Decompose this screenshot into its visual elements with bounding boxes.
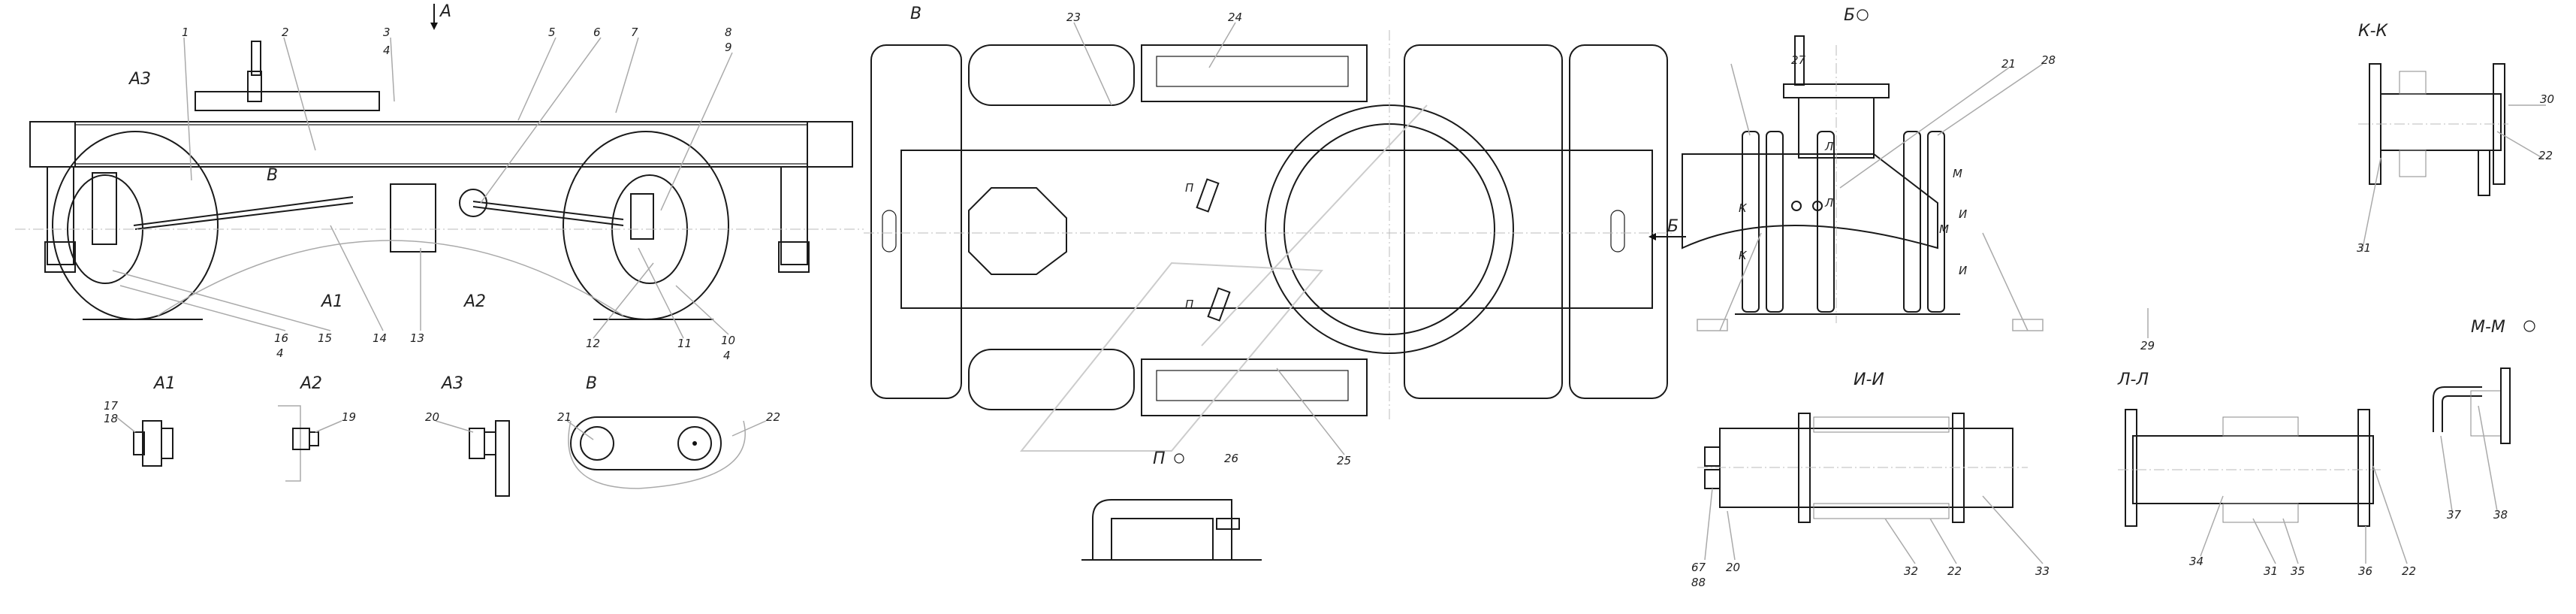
callout: 6 [593,26,601,39]
side-view: А В 1 2 3 4 5 6 7 8 9 А3 А1 А2 16 4 15 1… [15,2,864,362]
detail-a2-ref: А2 [463,292,486,311]
callout: 29 [2140,339,2155,352]
section-p-label: П [1185,181,1193,195]
callout: 21 [2001,57,2016,71]
callout: 17 [104,399,119,413]
section-mark: М [1939,222,1949,236]
detail-a3-title: А3 [440,374,463,393]
detail-a3-ref: А3 [128,70,151,89]
callout: 19 [342,410,356,424]
section-mark: К [1739,249,1748,262]
front-view: Б 27 21 28 29 Л Л К К М М И И [1682,6,2155,352]
callout: 22 [2538,149,2553,162]
callout: 67 [1691,561,1706,574]
callout: 25 [1337,454,1351,467]
callout: 12 [586,337,600,350]
detail-a1-ref: А1 [320,292,343,311]
section-mark: К [1739,201,1748,215]
callout: 33 [2035,564,2050,578]
callout: 4 [276,346,284,360]
section-i-i-title: И-И [1854,371,1884,389]
section-i-i: И-И 67 88 20 32 22 33 [1691,371,2050,589]
section-mark: Л [1824,196,1833,210]
callout: 18 [104,412,118,425]
detail-a2-title: А2 [299,374,322,393]
callout: 4 [723,349,731,362]
callout: 24 [1228,11,1242,24]
callout: 22 [1947,564,1962,578]
view-p-title: П [1153,449,1166,468]
section-mark: И [1959,264,1967,277]
callout: 35 [2291,564,2305,578]
callout: 10 [721,334,735,347]
callout: 30 [2540,92,2554,106]
callout: 38 [2493,508,2508,522]
callout: 22 [2402,564,2416,578]
section-b-label: В [267,166,278,185]
section-mark: И [1959,207,1967,221]
callout: 2 [282,26,289,39]
section-k-k: К-К 30 22 31 [2357,22,2554,255]
callout: 37 [2447,508,2462,522]
callout: 5 [548,26,556,39]
callout: 1 [182,26,189,39]
callout: 31 [2357,241,2371,255]
section-m-m: М-М 37 38 [2433,318,2535,522]
section-mark: М [1953,167,1962,180]
top-view: В Б П П П 23 24 25 26 [864,5,1686,561]
callout: 16 [274,331,288,345]
callout: 8 [725,26,732,39]
callout: 14 [373,331,387,345]
detail-b-title: В [586,374,597,393]
front-view-title: Б [1844,6,1855,25]
detail-views: А1 А2 А3 В 17 18 19 20 21 22 [104,374,780,497]
callout: 4 [383,44,391,57]
callout: 13 [410,331,424,345]
callout: 20 [425,410,439,424]
section-m-m-title: М-М [2471,318,2505,337]
callout: 3 [383,26,391,39]
callout: 7 [631,26,638,39]
callout: 31 [2264,564,2278,578]
section-p-label: П [1185,298,1193,311]
view-arrow-a-label: А [439,2,451,21]
section-l-l-title: Л-Л [2117,371,2149,389]
callout: 34 [2189,555,2203,568]
callout: 88 [1691,576,1706,589]
callout: 22 [766,410,780,424]
section-k-k-title: К-К [2358,22,2389,41]
callout: 26 [1224,452,1238,465]
callout: 9 [725,41,732,54]
callout: 36 [2358,564,2372,578]
section-mark: Л [1824,140,1833,153]
callout: 32 [1904,564,1918,578]
callout: 21 [557,410,572,424]
callout: 11 [677,337,692,350]
section-l-l: Л-Л 34 31 35 36 22 [2117,371,2416,578]
callout: 27 [1791,53,1806,67]
callout: 23 [1066,11,1081,24]
callout: 15 [318,331,332,345]
view-arrow-b-label: Б [1667,217,1679,236]
top-view-title: В [910,5,922,23]
callout: 20 [1726,561,1740,574]
callout: 28 [2041,53,2056,67]
detail-a1-title: А1 [152,374,176,393]
